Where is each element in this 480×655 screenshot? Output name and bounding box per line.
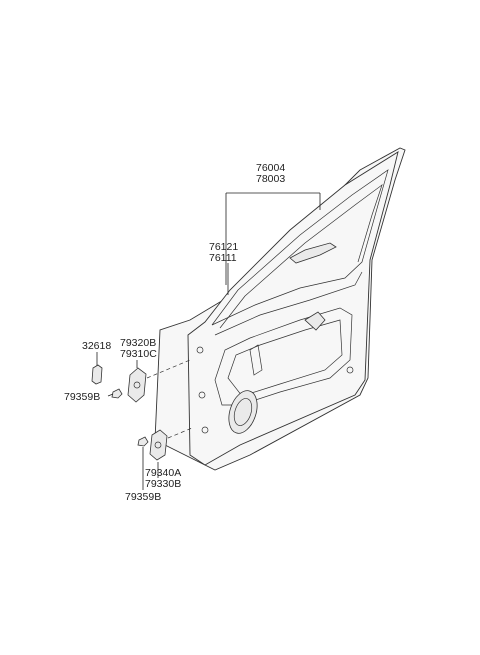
- label-76121: 76121: [209, 241, 238, 253]
- label-76004: 76004: [256, 162, 285, 174]
- speaker-opening-inner: [233, 398, 253, 426]
- leader-79359b-upper: [107, 393, 114, 397]
- latch-detail: [304, 311, 326, 331]
- regulator-bracket: [249, 344, 263, 376]
- pillar-hole: [346, 366, 354, 374]
- label-32618: 32618: [82, 340, 111, 352]
- pillar-hole: [196, 346, 204, 354]
- upper-hinge-bolt: [111, 388, 123, 399]
- panel-opening-inner: [227, 319, 343, 397]
- label-78003: 78003: [256, 173, 285, 185]
- door-inner-panel: [187, 151, 399, 466]
- label-79320b: 79320B: [120, 337, 156, 349]
- door-handle-recess: [289, 242, 337, 264]
- lower-hinge-bolt: [137, 436, 149, 447]
- label-79359b-upper: 79359B: [64, 391, 100, 403]
- lower-hinge-dashed-line: [167, 427, 193, 439]
- window-frame-inner: [219, 184, 383, 329]
- pillar-hole: [198, 391, 206, 399]
- label-76111: 76111: [209, 252, 237, 264]
- lower-hinge: [149, 429, 168, 461]
- upper-hinge-pin: [133, 381, 141, 389]
- label-79340a: 79340A: [145, 467, 181, 479]
- leader-76004: [225, 192, 321, 285]
- label-79310c: 79310C: [120, 348, 157, 360]
- upper-hinge: [127, 367, 147, 403]
- belt-line: [214, 271, 363, 336]
- window-frame: [211, 169, 389, 326]
- upper-hinge-dashed-line: [146, 359, 191, 379]
- pillar-hole: [201, 426, 209, 434]
- label-79330b: 79330B: [145, 478, 181, 490]
- label-79359b-lower: 79359B: [125, 491, 161, 503]
- lower-hinge-pin: [154, 441, 162, 449]
- hinge-bolt-32618: [91, 364, 103, 385]
